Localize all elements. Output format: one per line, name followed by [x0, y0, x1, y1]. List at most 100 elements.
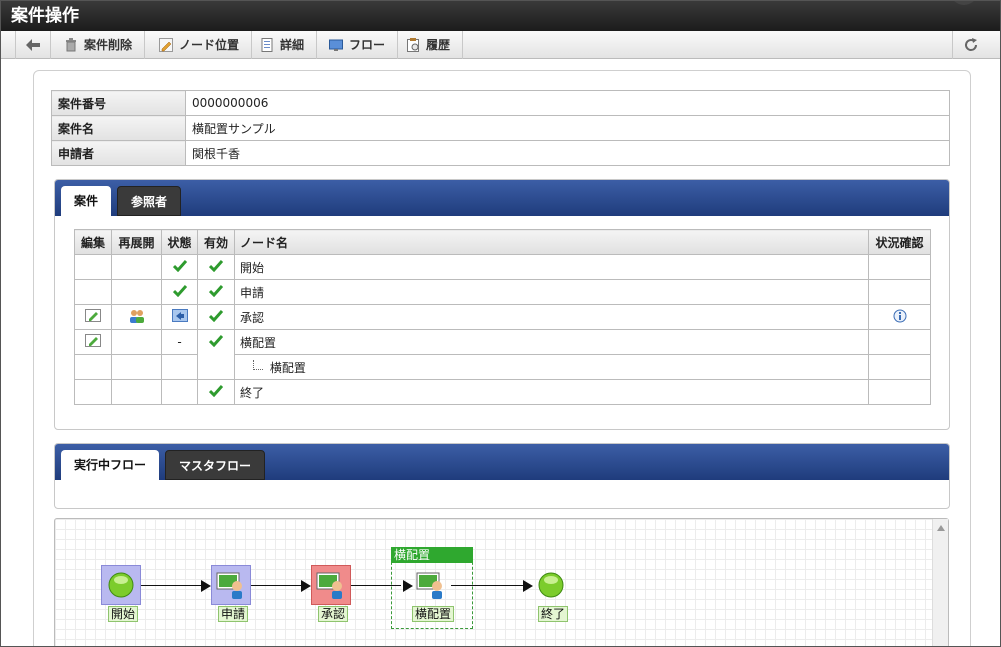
flow-arrow	[351, 585, 401, 586]
check-icon	[172, 284, 187, 297]
node-position-button[interactable]: ノード位置	[147, 31, 253, 59]
node-name: 横配置	[269, 360, 306, 375]
flow-arrow	[251, 585, 301, 586]
check-icon	[208, 309, 224, 322]
title-bar: 案件操作	[1, 1, 1000, 31]
check-icon	[172, 259, 187, 272]
node-name: 終了	[234, 379, 869, 405]
header-status-check: 状況確認	[868, 229, 931, 255]
content-panel	[33, 70, 971, 646]
history-label: 履歴	[426, 38, 451, 52]
table-row: - 横配置	[74, 329, 931, 380]
flow-node-label: 開始	[108, 606, 139, 622]
flow-node-start[interactable]	[101, 565, 141, 605]
state-value: -	[161, 329, 198, 355]
header-valid: 有効	[197, 229, 235, 255]
delete-case-button[interactable]: 案件削除	[52, 31, 146, 59]
edit-position-icon	[159, 38, 173, 52]
flow-label: フロー	[349, 38, 386, 52]
refresh-button[interactable]	[952, 31, 988, 59]
node-name: 開始	[234, 254, 869, 280]
window-corner-control[interactable]	[950, 1, 978, 5]
table-row: 承認	[74, 304, 931, 330]
node-table: 編集 再展開 状態 有効 ノード名 状況確認 開始 申請	[74, 229, 931, 405]
header-state: 状態	[161, 229, 198, 255]
flow-node-apply[interactable]	[211, 565, 251, 605]
start-node-icon	[108, 572, 134, 598]
flow-arrowhead	[301, 580, 311, 592]
delete-case-label: 案件削除	[84, 38, 133, 52]
flow-arrowhead	[523, 580, 533, 592]
group-header: 横配置	[391, 547, 473, 563]
flow-arrowhead	[201, 580, 211, 592]
history-button[interactable]: 履歴	[394, 31, 464, 59]
flow-scrollbar[interactable]	[932, 519, 948, 646]
flow-node-label: 横配置	[412, 606, 455, 622]
tab-case[interactable]: 案件	[61, 186, 112, 216]
flow-node-label: 終了	[538, 606, 569, 622]
details-label: 詳細	[280, 38, 305, 52]
node-name: 承認	[234, 304, 869, 330]
case-info-row: 申請者 関根千香	[51, 140, 950, 166]
document-icon	[261, 38, 273, 52]
flow-arrowhead	[403, 580, 413, 592]
header-node-name: ノード名	[234, 229, 869, 255]
flow-node-end[interactable]	[531, 565, 571, 605]
details-button[interactable]: 詳細	[248, 31, 318, 59]
flow-button[interactable]: フロー	[317, 31, 399, 59]
case-tabbar: 案件 参照者	[55, 180, 949, 216]
check-icon	[208, 284, 224, 297]
flow-node-label: 申請	[218, 606, 249, 622]
flow-tabbar: 実行中フロー マスタフロー	[55, 444, 949, 480]
flow-diagram[interactable]: 横配置 開始 申請	[54, 518, 949, 646]
flow-arrow	[141, 585, 201, 586]
user-task-icon	[416, 572, 442, 599]
case-number-label: 案件番号	[51, 90, 186, 116]
applicant-label: 申請者	[51, 140, 186, 166]
case-number-value: 0000000006	[185, 90, 950, 116]
user-task-icon	[316, 572, 342, 599]
table-row: 終了	[74, 379, 931, 405]
table-row: 申請	[74, 279, 931, 305]
process-icon	[171, 308, 188, 322]
flow-node-horizontal[interactable]	[411, 565, 451, 605]
tree-branch-icon	[253, 359, 263, 370]
node-name: 横配置	[234, 329, 869, 355]
tab-master-flow[interactable]: マスタフロー	[165, 450, 266, 480]
header-reopen: 再展開	[111, 229, 162, 255]
case-panel: 案件 参照者 編集 再展開 状態 有効 ノード名 状況確認 開始	[54, 179, 950, 430]
node-position-label: ノード位置	[179, 38, 240, 52]
case-name-value: 横配置サンプル	[185, 115, 950, 141]
flow-node-approve[interactable]	[311, 565, 351, 605]
check-icon	[208, 335, 224, 348]
edit-icon[interactable]	[85, 308, 101, 323]
flow-arrow	[451, 585, 523, 586]
node-name: 申請	[234, 279, 869, 305]
users-icon[interactable]	[129, 309, 145, 323]
tab-running-flow[interactable]: 実行中フロー	[61, 450, 160, 480]
case-name-label: 案件名	[51, 115, 186, 141]
check-icon	[208, 384, 224, 397]
table-row: 開始	[74, 254, 931, 280]
scroll-up-icon[interactable]	[937, 525, 945, 531]
clipboard-icon	[407, 38, 419, 52]
info-icon[interactable]	[893, 309, 907, 323]
case-info-table: 案件番号 0000000006 案件名 横配置サンプル 申請者 関根千香	[51, 90, 950, 166]
window-title: 案件操作	[11, 6, 79, 26]
node-table-header: 編集 再展開 状態 有効 ノード名 状況確認	[74, 229, 931, 255]
tab-referrers[interactable]: 参照者	[117, 186, 182, 216]
check-icon	[208, 259, 224, 272]
flow-panel: 実行中フロー マスタフロー	[54, 443, 950, 509]
user-task-icon	[216, 572, 242, 599]
toolbar: 案件削除 ノード位置 詳細 フロー	[1, 31, 1000, 59]
case-info-row: 案件番号 0000000006	[51, 90, 950, 116]
edit-icon[interactable]	[85, 333, 101, 348]
header-edit: 編集	[74, 229, 112, 255]
case-info-row: 案件名 横配置サンプル	[51, 115, 950, 141]
monitor-icon	[329, 39, 343, 51]
table-row: 横配置	[74, 354, 931, 380]
arrow-left-icon	[26, 39, 40, 51]
flow-node-label: 承認	[318, 606, 349, 622]
back-button[interactable]	[15, 31, 51, 59]
